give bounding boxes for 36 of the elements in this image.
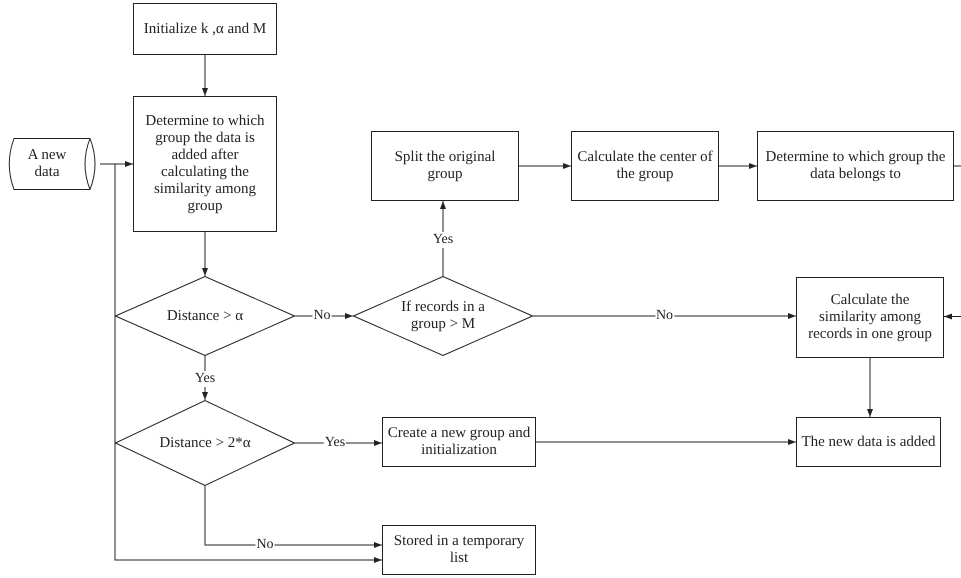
arrow (718, 163, 758, 169)
node-text: Distance > 2*α (159, 434, 251, 452)
node-text: Determine to which group the data belongs to (764, 149, 946, 183)
arrow (867, 358, 873, 418)
node-text: Distance > α (166, 308, 244, 324)
node-text: A new data (26, 147, 68, 181)
process-box (371, 131, 519, 201)
edge-label: Yes (432, 232, 454, 248)
arrow (294, 440, 382, 446)
node-text: The new data is added (801, 434, 936, 450)
arrow (440, 200, 446, 276)
process-box (133, 3, 277, 55)
node-text: Initialize k ,α and M (144, 20, 266, 38)
node-text: Calculate the similarity among records in one group (807, 292, 933, 343)
node-text: Calculate the center of the group (576, 149, 714, 183)
arrow (944, 166, 961, 320)
arrow (100, 164, 382, 563)
process-box (796, 417, 941, 467)
arrow (532, 313, 796, 319)
process-box (382, 417, 536, 467)
process-box (571, 131, 719, 201)
node-text: If records in a group > M (400, 299, 486, 333)
arrow (202, 54, 208, 96)
arrow (202, 232, 208, 276)
edge-label: Yes (194, 371, 216, 387)
node-text: Determine to which group the data is added after calculating the similarity among group (144, 113, 266, 215)
node-text: Create a new group and initialization (387, 425, 531, 459)
process-box (382, 525, 536, 575)
arrow (536, 439, 796, 445)
arrow (518, 163, 572, 169)
node-text: Split the original group (394, 149, 496, 183)
node-text: Stored in a temporary list (392, 533, 526, 567)
arrow (204, 486, 382, 548)
process-box (796, 277, 944, 358)
process-box (757, 131, 954, 201)
process-box (133, 96, 277, 232)
